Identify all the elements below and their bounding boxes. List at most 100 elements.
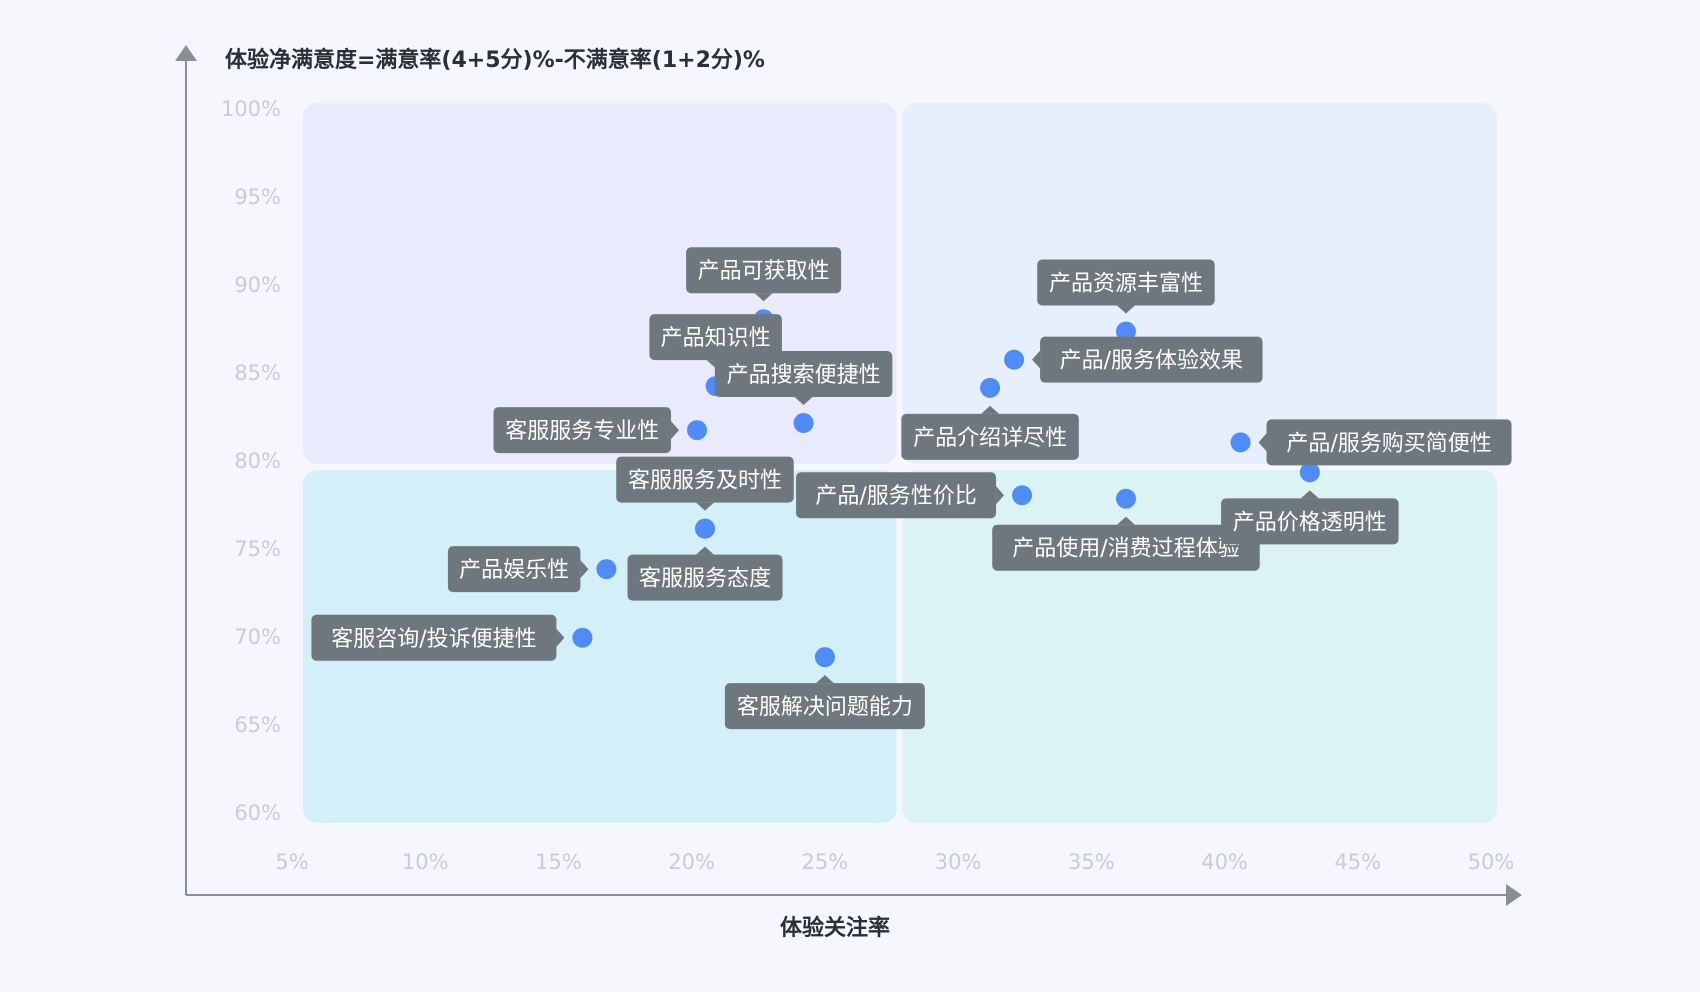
point-label-box [616,456,794,503]
point-label: 产品价格透明性 [1221,490,1399,545]
x-tick-label: 40% [1201,850,1248,874]
point-label-pointer [1032,350,1041,369]
data-point [1230,432,1251,453]
point-label-text: 产品搜索便捷性 [727,363,881,388]
y-tick-label: 80% [234,449,281,473]
point-label-box [901,413,1079,460]
y-tick-label: 85% [234,361,281,385]
point-label-pointer [1300,490,1319,499]
point-label: 产品介绍详尽性 [901,405,1079,460]
point-label-pointer [670,421,679,440]
point-label-box [796,472,997,519]
data-point [596,559,617,580]
point-label: 产品知识性 [649,314,782,369]
point-label-box [627,554,783,601]
point-label-box [649,314,782,361]
point-label-text: 产品/服务购买简便性 [1286,431,1491,456]
point-label-box [447,546,581,593]
point-label: 产品/服务购买简便性 [1258,419,1512,466]
y-axis-arrow [175,45,197,61]
point-label: 客服服务态度 [627,546,783,601]
point-label-box [1037,259,1215,306]
data-point [1004,349,1025,370]
point-label-box [992,524,1260,571]
y-tick-label: 90% [234,273,281,297]
point-label-pointer [580,560,589,579]
y-axis-title: 体验净满意度=满意率(4+5分)%-不满意率(1+2分)% [225,47,765,73]
point-label-pointer [1258,433,1267,452]
y-tick-label: 95% [234,185,281,209]
point-label-text: 客服咨询/投诉便捷性 [331,627,536,652]
point-label-box [1221,498,1399,545]
point-label-text: 客服解决问题能力 [737,695,913,720]
point-label-box [1266,419,1512,466]
y-tick-label: 60% [234,801,281,825]
x-tick-label: 10% [402,850,449,874]
x-tick-label: 50% [1468,850,1515,874]
point-label-box [714,351,893,398]
point-label-text: 产品可获取性 [698,259,830,284]
x-tick-label: 20% [668,850,715,874]
point-label-text: 产品娱乐性 [459,558,569,583]
tick-labels: 5%10%15%20%25%30%35%40%45%50%100%95%90%8… [221,97,1514,874]
point-label-pointer [996,486,1005,505]
data-point [1115,488,1136,509]
point-label-pointer [815,675,834,684]
y-tick-label: 70% [234,625,281,649]
data-point [814,647,835,668]
point-label: 客服解决问题能力 [724,675,925,730]
point-label-pointer [1116,305,1135,314]
point-label-text: 产品价格透明性 [1233,510,1387,535]
x-tick-label: 35% [1068,850,1115,874]
point-label: 产品使用/消费过程体验 [992,516,1260,571]
point-label-text: 客服服务态度 [639,567,771,592]
point-label: 产品娱乐性 [447,546,589,593]
data-point [572,627,593,648]
point-label-text: 产品资源丰富性 [1049,272,1203,297]
point-label: 产品资源丰富性 [1037,259,1215,314]
quadrant-bottom-right [902,470,1497,823]
point-label: 产品可获取性 [686,247,842,302]
point-label: 客服咨询/投诉便捷性 [311,614,565,661]
point-label-text: 客服服务及时性 [628,469,782,494]
y-tick-label: 65% [234,713,281,737]
point-label-pointer [981,405,1000,414]
point-label-text: 产品/服务体验效果 [1060,349,1243,374]
point-label-box [724,683,925,730]
point-label: 客服服务及时性 [616,456,794,511]
x-axis-title: 体验关注率 [780,915,890,941]
data-point [980,377,1001,398]
point-label-text: 产品知识性 [661,326,771,351]
point-label-pointer [695,546,714,555]
x-axis-arrow [1506,884,1522,906]
point-label-text: 产品/服务性价比 [815,484,976,509]
point-label-box [1040,336,1263,383]
point-label: 产品/服务性价比 [796,472,1005,519]
point-label: 产品搜索便捷性 [714,351,893,406]
x-tick-label: 45% [1334,850,1381,874]
data-point [1012,485,1033,506]
data-point [1115,321,1136,342]
axes [175,45,1522,906]
point-label-pointer [794,397,813,406]
x-tick-label: 30% [935,850,982,874]
point-label-text: 产品介绍详尽性 [913,426,1067,451]
point-label-pointer [754,293,773,302]
point-label-text: 客服服务专业性 [505,419,659,444]
x-tick-label: 5% [275,850,308,874]
data-point [686,420,707,441]
data-point [793,413,814,434]
point-label-box [311,614,557,661]
point-label-box [686,247,842,294]
point-label-box [493,407,671,454]
point-label-pointer [556,628,565,647]
data-point [1299,462,1320,483]
point-label-pointer [1116,516,1135,525]
y-tick-label: 100% [221,97,281,121]
x-tick-label: 25% [802,850,849,874]
point-label-pointer [695,502,714,511]
y-tick-label: 75% [234,537,281,561]
